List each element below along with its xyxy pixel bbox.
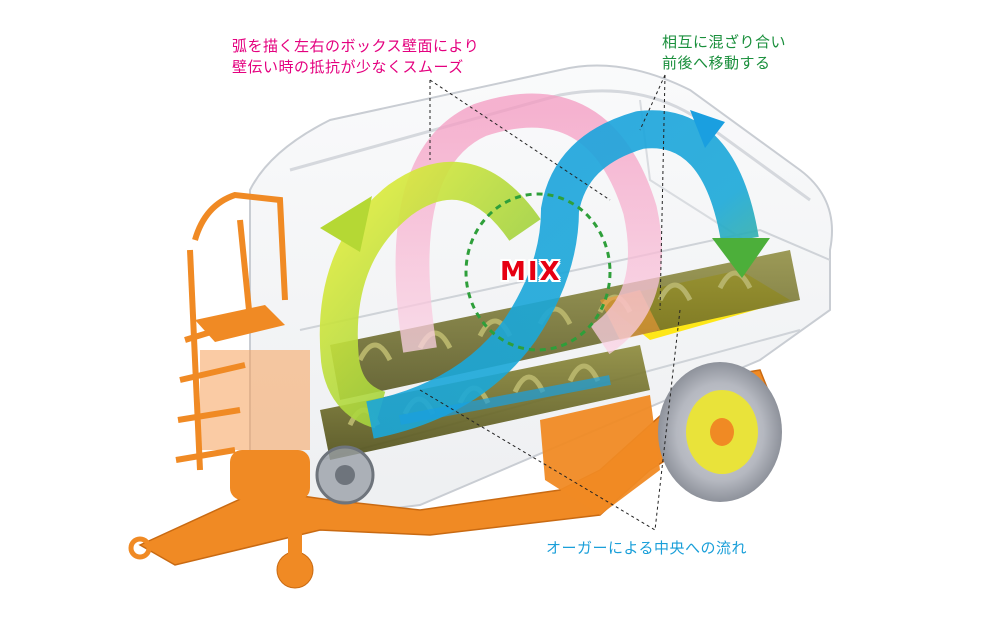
- blue-arrowhead-top: [690, 110, 725, 148]
- caption-arc-walls: 弧を描く左右のボックス壁面により 壁伝い時の抵抗が少なくスムーズ: [232, 36, 479, 78]
- mix-circle: [464, 192, 612, 352]
- caption-mix-line1: 相互に混ざり合い: [662, 33, 787, 51]
- auger-blue-flow: [399, 375, 611, 425]
- rear-auger: [330, 250, 800, 400]
- gearbox: [230, 450, 310, 500]
- caption-auger-flow-line1: オーガーによる中央への流れ: [546, 539, 748, 557]
- wheel: [658, 362, 782, 502]
- yellow-green-arrowhead: [320, 196, 372, 252]
- hitch-ring: [128, 536, 152, 560]
- blue-green-arc-arrow: [366, 110, 759, 439]
- caption-auger-flow: オーガーによる中央への流れ: [546, 538, 747, 559]
- ladder-platform: [195, 305, 285, 342]
- mix-label: MIX: [500, 257, 562, 287]
- caption-mix-line2: 前後へ移動する: [662, 54, 771, 72]
- caption-mix-front-back: 相互に混ざり合い 前後へ移動する: [662, 32, 786, 74]
- caption-arc-walls-line1: 弧を描く左右のボックス壁面により: [232, 37, 480, 55]
- flow-arrows: [319, 93, 770, 439]
- leader-lines: [419, 74, 681, 531]
- discharge-chute: [540, 395, 660, 515]
- caption-arc-walls-line2: 壁伝い時の抵抗が少なくスムーズ: [232, 58, 464, 76]
- green-arrowhead-down: [712, 238, 770, 278]
